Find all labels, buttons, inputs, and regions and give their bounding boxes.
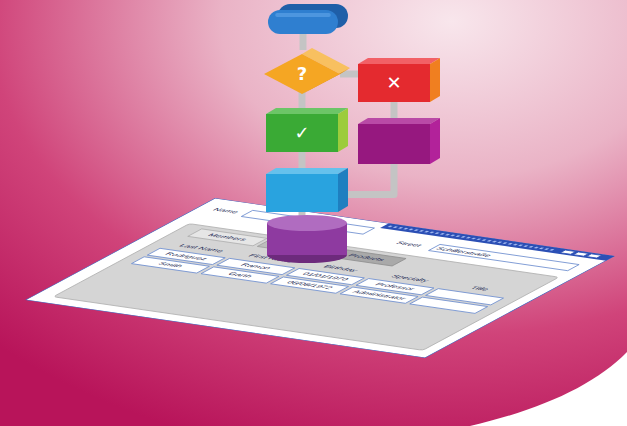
node-face: ✕ (358, 64, 430, 102)
box-top (358, 118, 440, 124)
decision-diamond: ? (264, 48, 350, 94)
process-box (358, 118, 440, 164)
minimize-button (560, 250, 575, 254)
node-face (266, 222, 348, 264)
window-body (25, 198, 615, 358)
maximize-button (573, 252, 588, 256)
pill-highlight (275, 13, 331, 17)
node-outline (358, 118, 440, 164)
box-top (358, 58, 440, 64)
cylinder-top (267, 215, 347, 231)
tab (188, 229, 267, 246)
box-top (266, 108, 348, 114)
node-outline (266, 214, 348, 264)
start-terminal (268, 4, 348, 34)
flow-pipe (391, 100, 398, 120)
reject-box: ✕ (358, 58, 440, 102)
tab-panel (53, 224, 559, 351)
box-front (358, 64, 430, 102)
accept-box: ✓ (266, 108, 348, 152)
title-bar-texture (389, 226, 554, 250)
process-box (266, 168, 348, 212)
pill-front (268, 10, 338, 34)
table-cell (410, 297, 488, 313)
node-face: ? (264, 54, 340, 94)
white-swoosh (470, 352, 627, 426)
flow-pipe (299, 150, 306, 170)
node-outline (266, 168, 348, 212)
box-side (430, 58, 440, 102)
box-side (338, 168, 348, 212)
flow-pipe (300, 32, 307, 50)
flow-pipe (299, 92, 306, 110)
node-face (268, 10, 338, 34)
node-outline (268, 4, 348, 34)
box-side (338, 108, 348, 152)
box-front (266, 174, 338, 212)
close-button (586, 254, 601, 258)
node-face: ✓ (266, 114, 338, 152)
text-field (241, 210, 374, 234)
diamond-front (264, 54, 340, 94)
node-symbol: ? (297, 64, 307, 84)
node-face (266, 174, 338, 212)
end-terminal (266, 214, 348, 264)
box-top (266, 168, 348, 174)
node-symbol: ✓ (294, 123, 309, 143)
box-front (266, 114, 338, 152)
node-face (358, 124, 430, 164)
box-side (430, 118, 440, 164)
node-symbol: ✕ (386, 73, 401, 93)
box-front (358, 124, 430, 164)
